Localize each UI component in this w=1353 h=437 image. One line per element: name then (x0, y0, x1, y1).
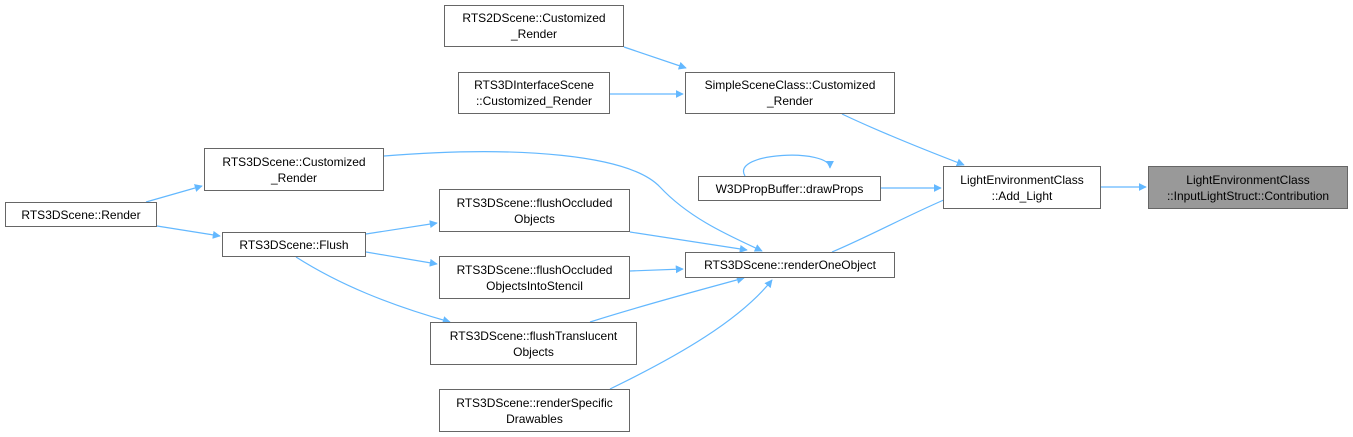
node-label-line: RTS3DScene::Render (21, 207, 141, 222)
node-rts3dinterfacescene-customized-render[interactable]: RTS3DInterfaceScene ::Customized_Render (458, 72, 610, 114)
node-rts3dscene-customized-render[interactable]: RTS3DScene::Customized _Render (204, 148, 384, 191)
node-rts3dscene-flushoccludedobjects[interactable]: RTS3DScene::flushOccluded Objects (439, 189, 630, 232)
edge-flushocc-to-renderone (629, 231, 748, 253)
node-label-line: _Render (270, 170, 318, 185)
node-label-line: RTS3DScene::Flush (239, 237, 349, 252)
node-rts3dscene-render[interactable]: RTS3DScene::Render (5, 202, 157, 227)
node-label-line: ::Add_Light (991, 188, 1053, 203)
edge-flush-to-flushtrans (295, 256, 451, 324)
node-rts3dscene-renderoneobject[interactable]: RTS3DScene::renderOneObject (685, 252, 895, 278)
node-label-line: ::Customized_Render (475, 94, 593, 108)
edge-render-to-flush (156, 225, 221, 239)
node-w3dpropbuffer-drawprops[interactable]: W3DPropBuffer::drawProps (698, 176, 881, 201)
node-label-line: RTS2DScene::Customized (462, 11, 606, 25)
node-rts3dscene-renderspecificdrawables[interactable]: RTS3DScene::renderSpecific Drawables (439, 389, 630, 432)
edge-flushtrans-to-renderone (589, 276, 745, 323)
node-label-line: W3DPropBuffer::drawProps (715, 181, 864, 196)
edge-rts2d-to-simplescene (623, 46, 687, 70)
node-label-line: SimpleSceneClass::Customized (704, 78, 876, 92)
node-simplesceneclass-customized-render[interactable]: SimpleSceneClass::Customized _Render (685, 72, 895, 114)
node-rts3dscene-flushtranslucentobjects[interactable]: RTS3DScene::flushTranslucent Objects (430, 322, 637, 365)
node-label-line: RTS3DScene::flushTranslucent (449, 328, 618, 343)
node-rts3dscene-flush[interactable]: RTS3DScene::Flush (222, 232, 366, 257)
edge-flush-to-flushocc (365, 220, 438, 235)
node-lightenvironmentclass-inputlightstruct-contribution: LightEnvironmentClass ::InputLightStruct… (1148, 166, 1348, 209)
edge-flush-to-flushoccstencil (365, 251, 438, 267)
edge-rts3d-custom-to-renderone (383, 151, 763, 252)
node-label-line: RTS3DScene::flushOccluded (456, 195, 613, 210)
node-label-line: LightEnvironmentClass (1186, 172, 1310, 187)
edge-flushoccstencil-to-renderone (629, 265, 684, 274)
node-rts3dscene-flushoccludedobjectsintostencil[interactable]: RTS3DScene::flushOccluded ObjectsIntoSte… (439, 256, 630, 299)
node-label-line: ::InputLightStruct::Contribution (1166, 188, 1330, 203)
node-label-line: RTS3DScene::renderSpecific (456, 395, 613, 410)
node-label-line: ObjectsIntoStencil (486, 278, 583, 293)
node-label-line: _Render (510, 27, 558, 41)
node-label-line: RTS3DInterfaceScene (474, 78, 594, 92)
node-label-line: _Render (766, 94, 814, 108)
node-label-line: RTS3DScene::renderOneObject (704, 258, 876, 272)
node-label-line: Objects (513, 344, 554, 359)
node-label-line: Objects (514, 211, 555, 226)
edge-renderone-to-lightenv-add (831, 195, 954, 253)
node-rts2dscene-customized-render[interactable]: RTS2DScene::Customized _Render (444, 5, 624, 47)
edge-w3dprop-self-loop (742, 154, 834, 177)
edge-render-to-rts3d-custom (145, 184, 203, 203)
edge-simplescene-to-lightenv-add (841, 113, 965, 167)
node-label-line: RTS3DScene::Customized (222, 154, 366, 169)
node-label-line: LightEnvironmentClass (960, 172, 1084, 187)
edge-renderspec-to-renderone (609, 279, 773, 390)
node-label-line: RTS3DScene::flushOccluded (456, 262, 613, 277)
node-lightenvironmentclass-add-light[interactable]: LightEnvironmentClass ::Add_Light (943, 166, 1101, 209)
node-label-line: Drawables (506, 411, 563, 426)
